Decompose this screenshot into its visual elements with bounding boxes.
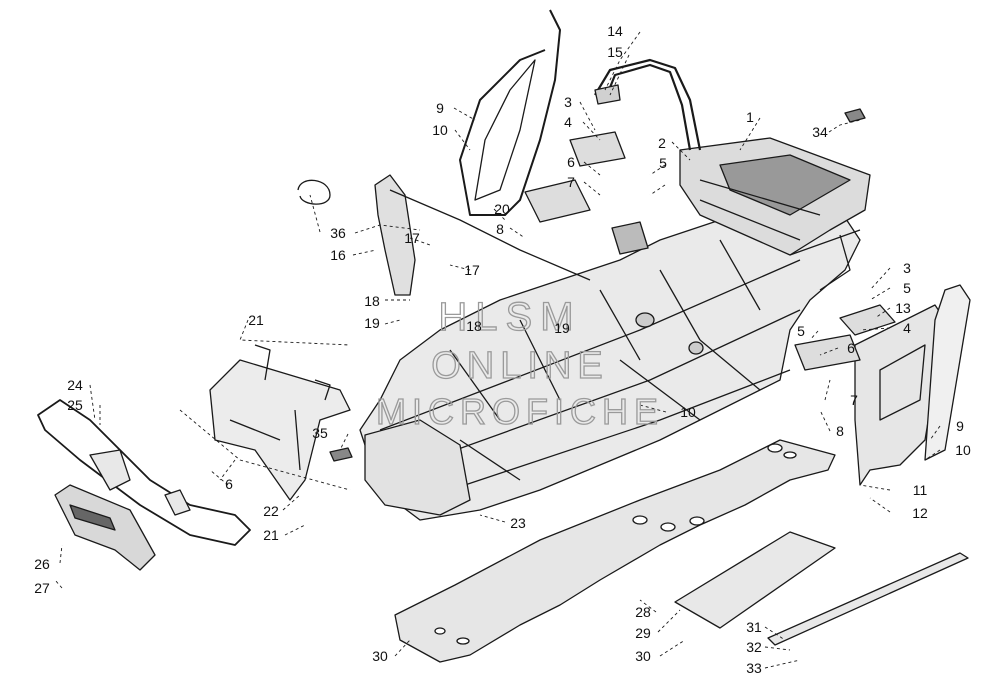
callout-24: 24 <box>67 377 83 393</box>
callout-28: 28 <box>635 604 651 620</box>
callout-27: 27 <box>34 580 50 596</box>
watermark-line1: HLSM <box>438 295 581 339</box>
front-bumper <box>37 399 251 546</box>
callout-23: 23 <box>510 515 526 531</box>
callout-10b: 10 <box>680 404 696 420</box>
skid-strip <box>767 552 969 646</box>
frame-rails <box>379 239 801 501</box>
callout-22: 22 <box>263 503 279 519</box>
pad-34 <box>844 108 866 123</box>
front-bumper-bracket <box>89 449 191 516</box>
callout-9: 9 <box>436 100 444 116</box>
callout-21a: 21 <box>248 312 264 328</box>
side-panel <box>674 531 836 629</box>
callout-2: 2 <box>658 135 666 151</box>
callout-14: 14 <box>607 23 623 39</box>
callout-31: 31 <box>746 619 762 635</box>
front-lower-frame <box>364 419 471 516</box>
callout-34: 34 <box>812 124 828 140</box>
rear-panel-right-post <box>924 284 971 461</box>
mount-bushing-2 <box>688 341 704 355</box>
callout-4: 4 <box>564 114 572 130</box>
callout-5c: 5 <box>797 323 805 339</box>
callout-5b: 5 <box>903 280 911 296</box>
callout-16: 16 <box>330 247 346 263</box>
skid-plate-grille <box>69 504 116 531</box>
callout-6b: 6 <box>847 340 855 356</box>
cargo-floor <box>719 154 851 216</box>
frame-parts <box>37 9 971 663</box>
callout-13: 13 <box>895 300 911 316</box>
rear-panel-right-inner <box>879 344 926 421</box>
callout-18a: 18 <box>364 293 380 309</box>
watermark: HLSM ONLINE MICROFICHE <box>375 294 664 432</box>
callout-9b: 9 <box>956 418 964 434</box>
dash-bar <box>389 189 591 281</box>
callout-4b: 4 <box>903 320 911 336</box>
callout-17b: 17 <box>464 262 480 278</box>
callout-3b: 3 <box>903 260 911 276</box>
callout-1: 1 <box>746 109 754 125</box>
callout-19b: 19 <box>554 320 570 336</box>
bracket-right-upper <box>839 304 896 336</box>
rear-hoop-mount <box>594 84 621 105</box>
callout-12: 12 <box>912 505 928 521</box>
seat-frame-left <box>459 9 561 216</box>
bracket-mid-seat <box>524 179 591 223</box>
strap <box>297 179 331 205</box>
callout-18b: 18 <box>466 318 482 334</box>
callout-30b: 30 <box>635 648 651 664</box>
bracket-upper-mid <box>569 131 626 167</box>
callout-33: 33 <box>746 660 762 676</box>
watermark-line2: ONLINE <box>431 345 608 387</box>
dash-post <box>374 174 416 296</box>
callouts: 1 2 3 4 5 6 7 8 9 10 14 15 34 20 36 16 1… <box>34 23 971 676</box>
callout-21b: 21 <box>263 527 279 543</box>
callout-19a: 19 <box>364 315 380 331</box>
pad-35 <box>329 447 353 462</box>
callout-30a: 30 <box>372 648 388 664</box>
callout-25: 25 <box>67 397 83 413</box>
callout-5: 5 <box>659 155 667 171</box>
callout-8b: 8 <box>836 423 844 439</box>
front-bracket <box>209 359 351 501</box>
leader-lines <box>54 31 941 669</box>
callout-10c: 10 <box>955 442 971 458</box>
callout-35: 35 <box>312 425 328 441</box>
callout-11: 11 <box>913 482 928 498</box>
floor-pan-holes <box>434 443 797 645</box>
callout-6c: 6 <box>225 476 233 492</box>
front-bracket-detail <box>229 344 331 471</box>
callout-17a: 17 <box>404 230 420 246</box>
callout-20: 20 <box>494 201 510 217</box>
callout-7b: 7 <box>850 392 858 408</box>
callout-6: 6 <box>567 154 575 170</box>
callout-8: 8 <box>496 221 504 237</box>
callout-15: 15 <box>607 44 623 60</box>
callout-7: 7 <box>567 174 575 190</box>
callout-10: 10 <box>432 122 448 138</box>
bracket-right-lower <box>794 334 861 371</box>
rear-hoop <box>594 58 702 151</box>
callout-36: 36 <box>330 225 346 241</box>
callout-32: 32 <box>746 639 762 655</box>
floor-pan <box>394 439 836 663</box>
callout-26: 26 <box>34 556 50 572</box>
callout-3: 3 <box>564 94 572 110</box>
callout-29: 29 <box>635 625 651 641</box>
mount-bushing <box>635 312 655 328</box>
cargo-frame-detail <box>699 179 861 291</box>
seat-frame-left-inner <box>474 59 536 201</box>
watermark-line3: MICROFICHE <box>376 391 664 432</box>
battery-box <box>611 221 649 255</box>
